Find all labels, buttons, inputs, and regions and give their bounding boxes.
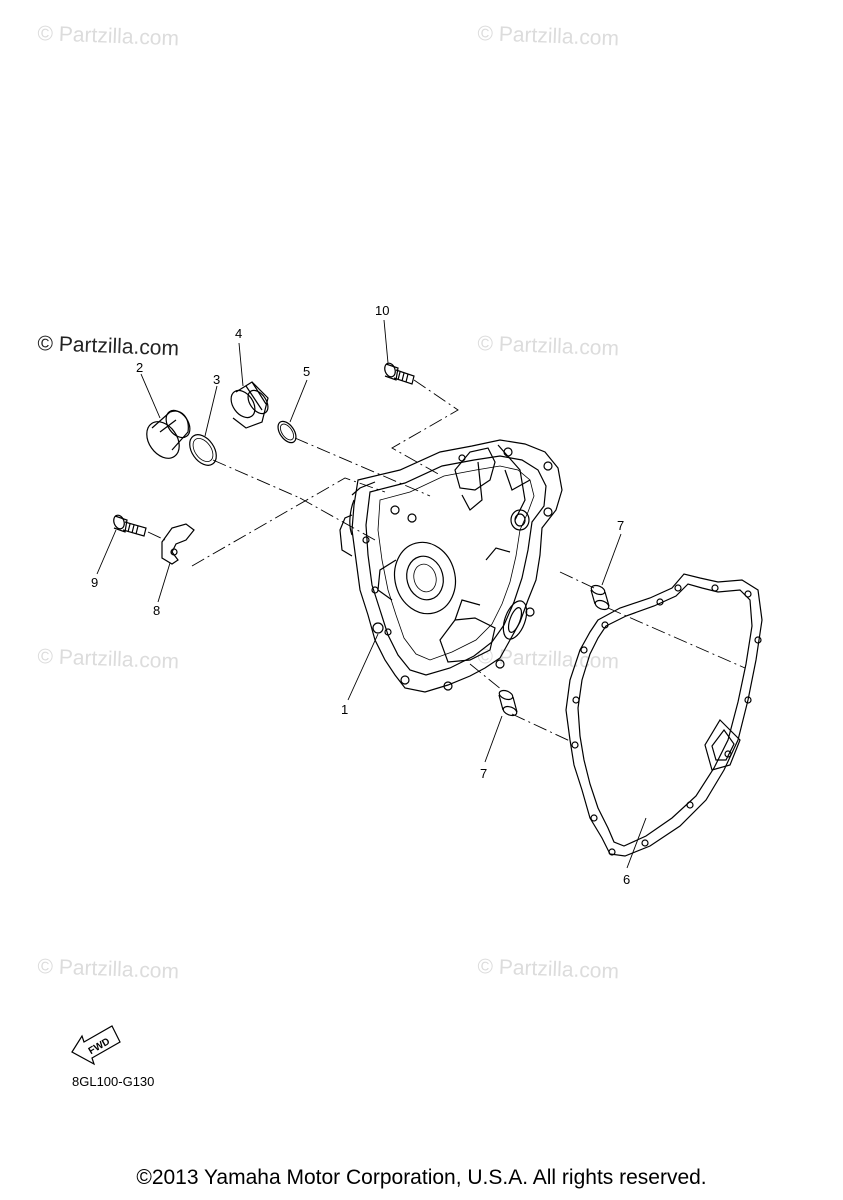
callout-10: 10 (375, 303, 389, 318)
callout-8: 8 (153, 603, 160, 618)
callout-labels: 1 2 3 4 5 6 7 7 8 9 10 FWD (87, 303, 630, 1057)
o-ring-small-part[interactable] (274, 418, 299, 446)
crankcase-cover-part[interactable] (339, 439, 563, 693)
o-ring-large-part[interactable] (184, 430, 222, 470)
callout-9: 9 (91, 575, 98, 590)
callout-7-upper: 7 (617, 518, 624, 533)
alignment-lines (147, 379, 746, 743)
diagram-code: 8GL100-G130 (72, 1074, 155, 1089)
callout-4: 4 (235, 326, 242, 341)
dowel-pin-lower-part[interactable] (498, 689, 518, 717)
plug-part[interactable] (140, 406, 195, 464)
callout-3: 3 (213, 372, 220, 387)
copyright-notice: ©2013 Yamaha Motor Corporation, U.S.A. A… (136, 1166, 707, 1189)
callout-5: 5 (303, 364, 310, 379)
gasket-part[interactable] (565, 573, 763, 857)
callout-2: 2 (136, 360, 143, 375)
dowel-pin-upper-part[interactable] (590, 584, 610, 611)
clamp-part[interactable] (161, 523, 195, 565)
callout-1: 1 (341, 702, 348, 717)
bolt-upper-part[interactable] (383, 362, 415, 385)
fwd-arrow-icon (71, 1025, 121, 1066)
stepped-plug-part[interactable] (226, 381, 272, 429)
callout-7-lower: 7 (480, 766, 487, 781)
callout-6: 6 (623, 872, 630, 887)
bolt-left-part[interactable] (112, 514, 147, 537)
callout-leader-lines (96, 319, 647, 869)
